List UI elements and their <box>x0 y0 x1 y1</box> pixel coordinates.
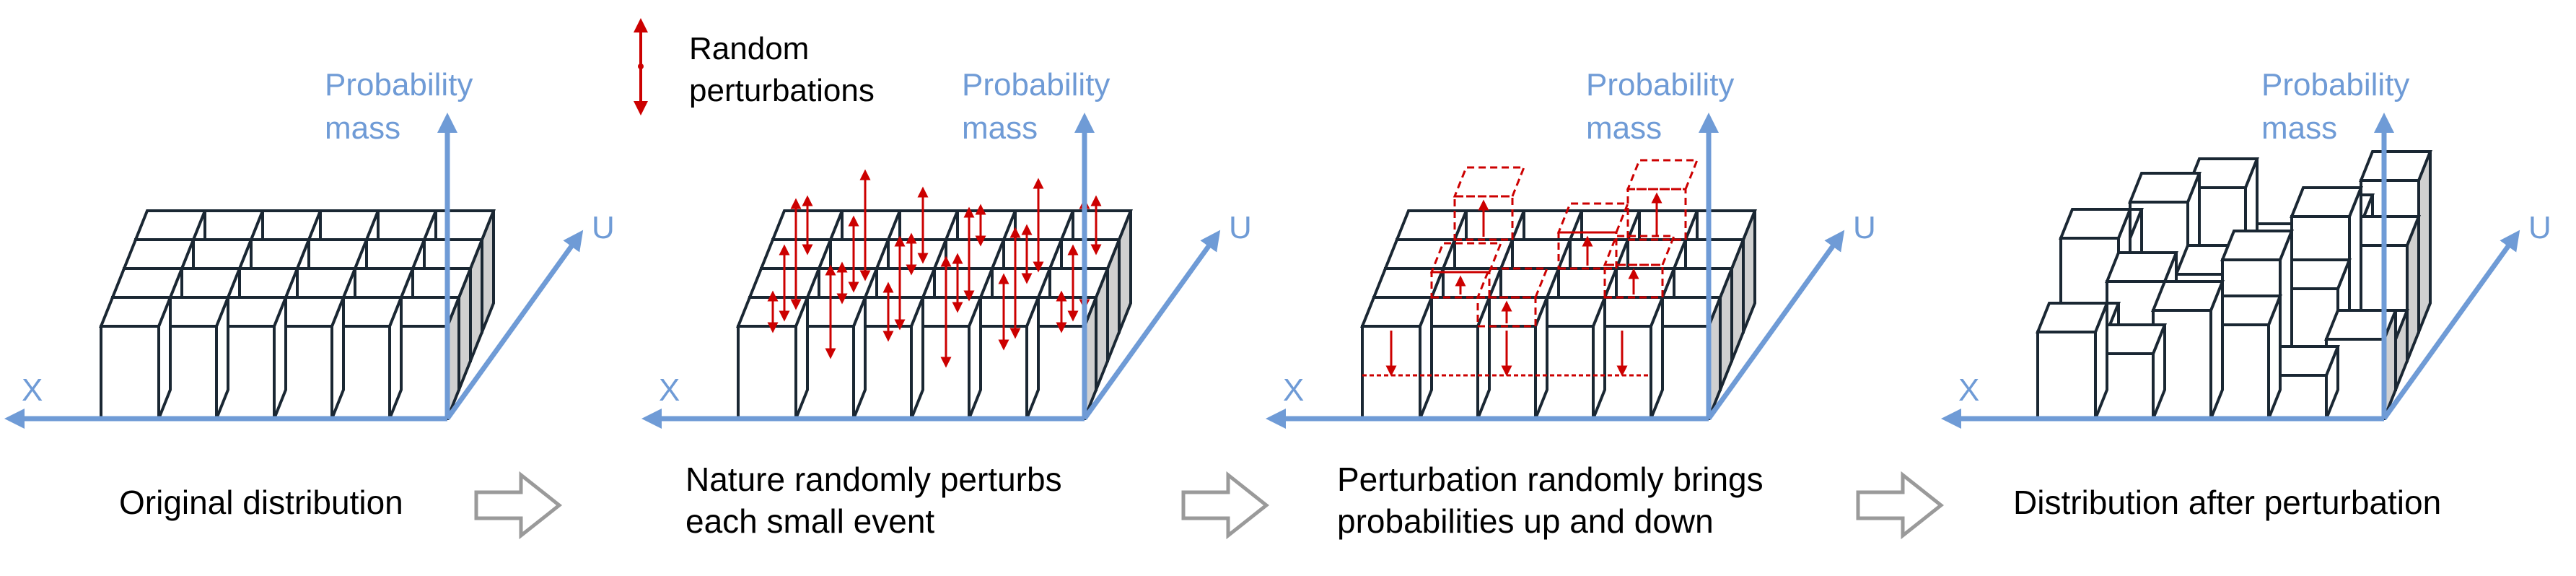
cell-top <box>2059 208 2132 240</box>
cell-top <box>2186 157 2259 189</box>
grid-cell <box>99 296 172 420</box>
caption-line: Original distribution <box>119 484 403 521</box>
cell-top <box>2105 251 2178 283</box>
caption-line: each small event <box>685 502 934 540</box>
dashed-box-top <box>1626 159 1699 191</box>
cell-top <box>2324 309 2398 341</box>
grid-cell <box>2209 294 2282 420</box>
dashed-box-top <box>1453 166 1526 198</box>
dashed-perturbed-cells <box>1362 159 1699 377</box>
cell-top <box>122 238 196 270</box>
cell-top <box>2220 230 2294 261</box>
axis-label-x: X <box>1283 372 1304 408</box>
caption-line: Nature randomly perturbs <box>685 461 1062 498</box>
axis-label-x: X <box>22 372 43 408</box>
u-axis <box>445 230 584 421</box>
axis-label-probability: Probability <box>962 67 1110 102</box>
caption-line: Distribution after perturbation <box>2013 484 2441 521</box>
axis-label-probability: Probability <box>2261 67 2409 102</box>
dashed-box-front <box>1603 263 1664 299</box>
axis-label-probability: Probability <box>1586 67 1734 102</box>
cell-top <box>2128 172 2202 204</box>
dashed-box-top <box>1603 235 1676 266</box>
cell-top <box>110 267 184 299</box>
grid-cell <box>1649 296 1722 420</box>
double-arrow-icon <box>634 17 648 115</box>
cell-front <box>737 325 797 420</box>
cell-front <box>2036 331 2097 420</box>
right-arrow-icon <box>1181 471 1270 540</box>
step-arrows <box>474 471 1945 540</box>
cell-top <box>2359 150 2432 182</box>
axis-label-u: U <box>2528 210 2551 245</box>
grid-cell <box>157 296 230 420</box>
cell-top <box>2151 280 2225 312</box>
grid-cell <box>272 296 346 420</box>
axis-label-probability: Probability <box>325 67 473 102</box>
dashed-box-top <box>1476 267 1549 299</box>
panels: ProbabilitymassUXProbabilitymassUXProbab… <box>4 67 2551 429</box>
right-arrow-icon <box>474 471 563 540</box>
grid-cell <box>1533 296 1607 420</box>
axis-label-u: U <box>1229 210 1252 245</box>
axis-label-x: X <box>659 372 680 408</box>
legend-line-1: Random <box>689 31 809 66</box>
axis-label-u: U <box>592 210 615 245</box>
grid-cell <box>1360 296 1434 420</box>
dashed-box-top <box>1429 242 1503 274</box>
cell-top <box>1395 209 1468 241</box>
axis-label-mass: mass <box>325 110 400 146</box>
axis-label-x: X <box>1958 372 1979 408</box>
right-arrow-icon <box>1856 471 1945 540</box>
axis-label-u: U <box>1853 210 1876 245</box>
cell-top <box>2036 302 2109 333</box>
u-axis <box>1082 230 1221 421</box>
caption-line: probabilities up and down <box>1337 502 1714 540</box>
legend: Random perturbations <box>634 17 875 115</box>
cell-front <box>100 325 160 420</box>
u-axis <box>2382 230 2520 421</box>
grid-cell <box>2036 302 2109 420</box>
cell-top <box>2290 186 2363 218</box>
cell-top <box>133 209 207 241</box>
axis-label-mass: mass <box>962 110 1038 146</box>
axis-label-mass: mass <box>1586 110 1662 146</box>
cell-top <box>1360 296 1434 328</box>
legend-line-2: perturbations <box>689 73 875 108</box>
u-axis <box>1707 230 1845 421</box>
axis-label-mass: mass <box>2261 110 2337 146</box>
dashed-box-top <box>1556 202 1630 234</box>
caption-line: Perturbation randomly brings <box>1337 461 1764 498</box>
grid-cell <box>2151 280 2225 420</box>
captions: Original distribution Nature randomly per… <box>119 461 2441 540</box>
dashed-box-front <box>1453 195 1514 241</box>
cell-top <box>99 296 172 328</box>
